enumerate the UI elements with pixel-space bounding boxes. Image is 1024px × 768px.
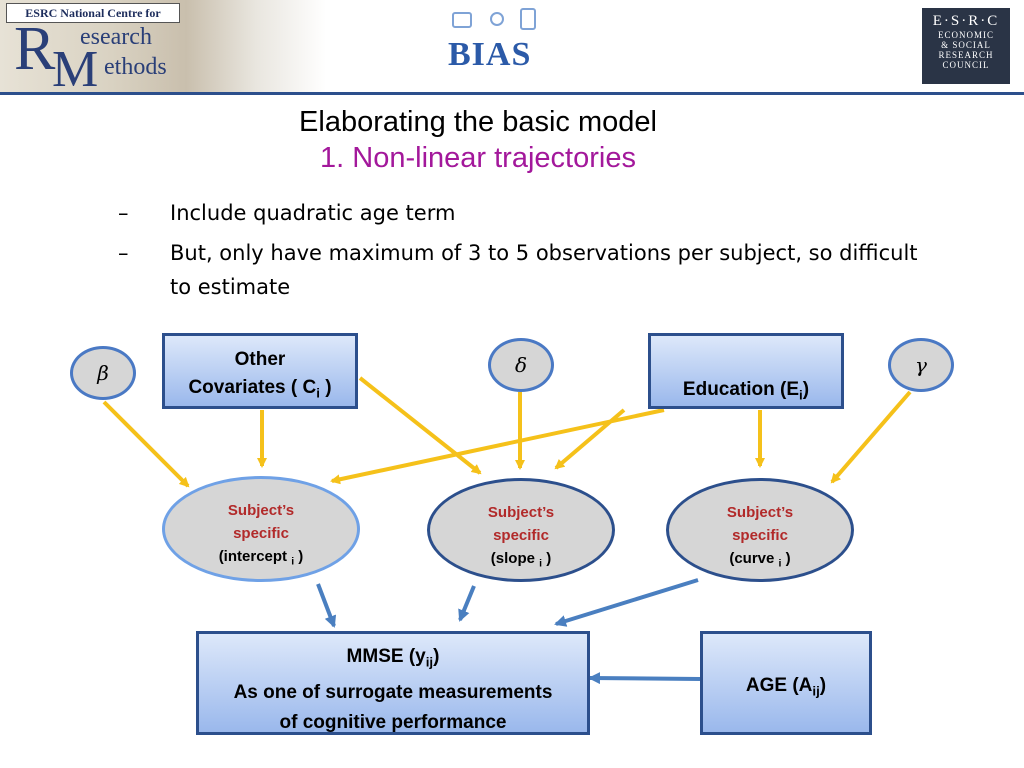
intercept-suffix: )	[294, 548, 303, 565]
curve-node: Subject’s specific (curve i )	[666, 478, 854, 582]
arrow-beta-to-intercept	[104, 402, 188, 486]
slope-line2: specific	[430, 524, 612, 547]
other-covariates-label: Covariates ( C	[188, 377, 316, 398]
delta-node: δ	[488, 338, 554, 392]
beta-node: β	[70, 346, 136, 400]
arrow-curve-to-mmse	[556, 580, 698, 624]
mmse-line1: MMSE (yij)	[199, 642, 587, 678]
arrow-intercept-to-mmse	[318, 584, 334, 626]
curve-line2: specific	[669, 524, 851, 547]
education-label: Education (E	[683, 379, 799, 400]
age-label: AGE (A	[746, 675, 813, 696]
arrow-education-to-slope	[556, 410, 624, 468]
slope-line1: Subject’s	[430, 501, 612, 524]
curve-line3: (curve i )	[669, 547, 851, 576]
mmse-box: MMSE (yij) As one of surrogate measureme…	[196, 631, 590, 735]
curve-label: (curve	[729, 550, 778, 567]
slope-line3: (slope i )	[430, 547, 612, 576]
other-covariates-line1: Other	[165, 346, 355, 374]
gamma-node: γ	[888, 338, 954, 392]
other-covariates-suffix: )	[320, 377, 332, 398]
other-covariates-line2: Covariates ( Ci )	[165, 374, 355, 408]
mmse-line2: As one of surrogate measurements	[199, 678, 587, 708]
education-box: Education (Ei)	[648, 333, 844, 409]
age-subscript: ij	[812, 684, 819, 699]
slope-label: (slope	[491, 550, 539, 567]
slope-suffix: )	[542, 550, 551, 567]
age-suffix: )	[820, 675, 826, 696]
curve-line1: Subject’s	[669, 501, 851, 524]
mmse-line3: of cognitive performance	[199, 708, 587, 738]
intercept-label: (intercept	[219, 548, 292, 565]
slope-node: Subject’s specific (slope i )	[427, 478, 615, 582]
arrow-age-to-mmse	[590, 678, 700, 679]
curve-suffix: )	[781, 550, 790, 567]
other-covariates-box: Other Covariates ( Ci )	[162, 333, 358, 409]
arrow-covariates-to-slope	[360, 378, 480, 473]
arrow-slope-to-mmse	[460, 586, 474, 620]
intercept-node: Subject’s specific (intercept i )	[162, 476, 360, 582]
mmse-label: MMSE (y	[347, 646, 426, 667]
intercept-line1: Subject’s	[165, 499, 357, 522]
age-box: AGE (Aij)	[700, 631, 872, 735]
intercept-line2: specific	[165, 522, 357, 545]
mmse-suffix: )	[433, 646, 439, 667]
education-suffix: )	[803, 379, 809, 400]
intercept-line3: (intercept i )	[165, 545, 357, 574]
